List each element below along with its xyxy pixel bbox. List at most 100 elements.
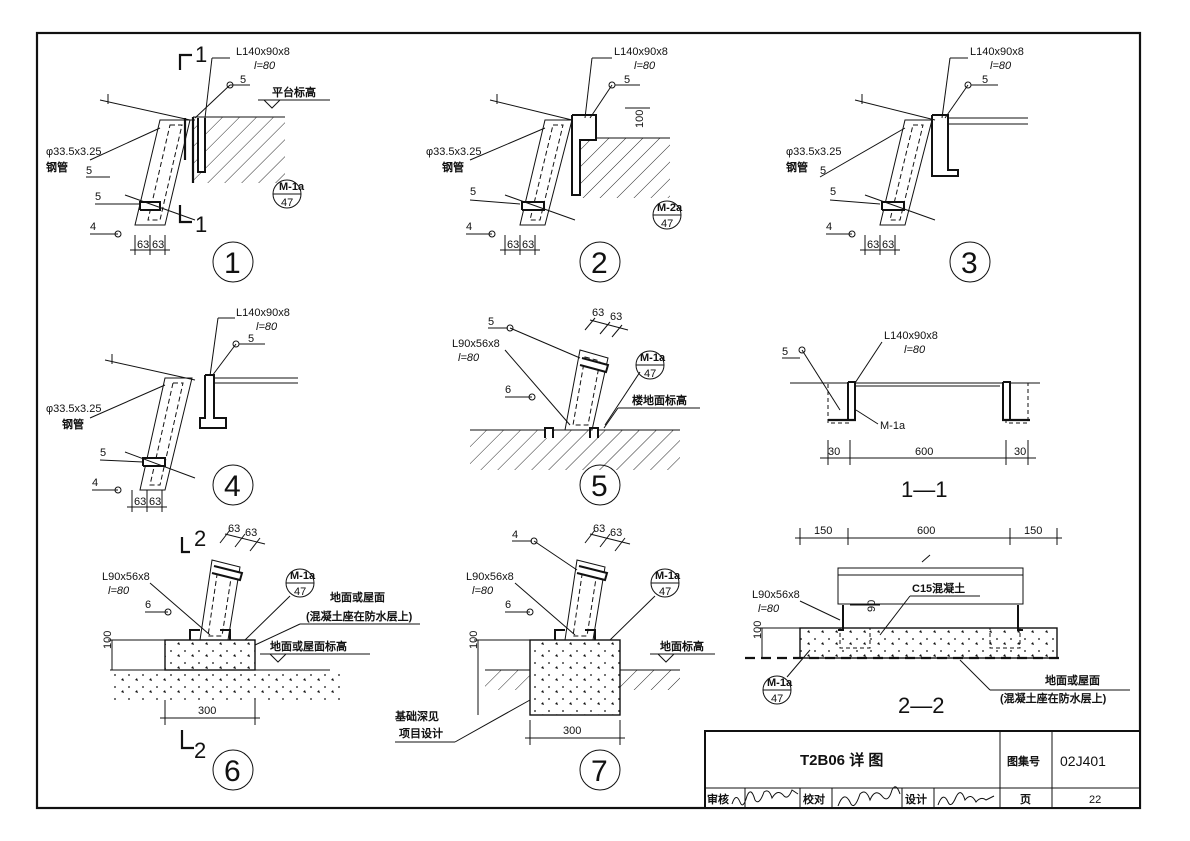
svg-text:5: 5 bbox=[240, 74, 246, 86]
svg-text:l=80: l=80 bbox=[254, 60, 276, 72]
svg-text:楼地面标高: 楼地面标高 bbox=[632, 393, 687, 407]
svg-text:2: 2 bbox=[194, 526, 206, 551]
signature-checker bbox=[837, 786, 901, 807]
svg-text:63: 63 bbox=[610, 311, 622, 323]
svg-text:审核: 审核 bbox=[707, 792, 729, 806]
svg-text:30: 30 bbox=[828, 446, 840, 458]
svg-text:47: 47 bbox=[281, 197, 293, 209]
svg-text:φ33.5x3.25: φ33.5x3.25 bbox=[46, 403, 101, 415]
detail-number: 1 bbox=[224, 247, 241, 280]
svg-text:300: 300 bbox=[198, 705, 216, 717]
svg-text:4: 4 bbox=[90, 221, 96, 233]
svg-text:90: 90 bbox=[866, 600, 878, 612]
svg-text:l=80: l=80 bbox=[472, 585, 494, 597]
svg-text:6: 6 bbox=[505, 384, 511, 396]
detail-number: 7 bbox=[591, 755, 608, 788]
svg-text:5: 5 bbox=[624, 74, 630, 86]
svg-text:地面或屋面: 地面或屋面 bbox=[330, 590, 385, 604]
svg-text:63: 63 bbox=[152, 239, 164, 251]
svg-text:47: 47 bbox=[661, 218, 673, 230]
svg-text:150: 150 bbox=[1024, 525, 1042, 537]
svg-text:φ33.5x3.25: φ33.5x3.25 bbox=[46, 146, 101, 158]
svg-text:图集号: 图集号 bbox=[1007, 754, 1040, 768]
section-2-2: 150 600 150 L90x56x8 l=80 C15混凝土 90 100 … bbox=[745, 525, 1130, 718]
svg-text:M-1a: M-1a bbox=[640, 352, 666, 364]
svg-text:30: 30 bbox=[1014, 446, 1026, 458]
svg-text:l=80: l=80 bbox=[758, 603, 780, 615]
svg-text:63: 63 bbox=[228, 523, 240, 535]
svg-text:l=80: l=80 bbox=[108, 585, 130, 597]
detail-number: 2 bbox=[591, 247, 608, 280]
svg-text:63: 63 bbox=[593, 523, 605, 535]
svg-text:5: 5 bbox=[95, 191, 101, 203]
svg-text:钢管: 钢管 bbox=[62, 417, 84, 431]
svg-text:47: 47 bbox=[294, 586, 306, 598]
svg-text:100: 100 bbox=[102, 631, 114, 649]
drawing-title: T2B06 详 图 bbox=[800, 751, 883, 769]
svg-text:L140x90x8: L140x90x8 bbox=[236, 46, 290, 58]
svg-text:l=80: l=80 bbox=[990, 60, 1012, 72]
section-title: 2—2 bbox=[898, 693, 944, 718]
svg-text:47: 47 bbox=[771, 693, 783, 705]
detail-2: 63 63 L140x90x8 l=80 5 100 φ33.5x3.25 钢管… bbox=[426, 46, 683, 283]
detail-5: 63 63 5 L90x56x8 l=80 6 M-1a 47 楼地面标高 5 bbox=[452, 307, 700, 506]
svg-text:M-1a: M-1a bbox=[279, 181, 305, 193]
atlas-number: 02J401 bbox=[1060, 753, 1106, 769]
detail-6: 63 63 2 2 L90x56x8 l=80 6 M-1a 47 地面或屋面 … bbox=[102, 523, 420, 791]
svg-text:l=80: l=80 bbox=[458, 352, 480, 364]
svg-text:M-2a: M-2a bbox=[657, 202, 683, 214]
svg-text:4: 4 bbox=[512, 529, 518, 541]
svg-text:600: 600 bbox=[917, 525, 935, 537]
detail-number: 6 bbox=[224, 755, 241, 788]
svg-text:63: 63 bbox=[245, 527, 257, 539]
svg-text:300: 300 bbox=[563, 725, 581, 737]
section-title: 1—1 bbox=[901, 477, 947, 502]
svg-text:φ33.5x3.25: φ33.5x3.25 bbox=[426, 146, 481, 158]
svg-text:5: 5 bbox=[248, 333, 254, 345]
detail-3: 63 63 L140x90x8 l=80 5 φ33.5x3.25 钢管 5 5… bbox=[786, 46, 1028, 283]
svg-text:M-1a: M-1a bbox=[655, 570, 681, 582]
svg-text:l=80: l=80 bbox=[904, 344, 926, 356]
svg-text:地面或屋面: 地面或屋面 bbox=[1045, 673, 1100, 687]
svg-text:L90x56x8: L90x56x8 bbox=[102, 571, 150, 583]
detail-number: 3 bbox=[961, 247, 978, 280]
svg-text:C15混凝土: C15混凝土 bbox=[912, 581, 965, 595]
svg-text:地面或屋面标高: 地面或屋面标高 bbox=[270, 639, 347, 653]
svg-text:63: 63 bbox=[610, 527, 622, 539]
svg-text:l=80: l=80 bbox=[634, 60, 656, 72]
svg-text:100: 100 bbox=[468, 631, 480, 649]
svg-text:6: 6 bbox=[145, 599, 151, 611]
svg-text:600: 600 bbox=[915, 446, 933, 458]
svg-text:基础深见: 基础深见 bbox=[394, 709, 439, 723]
svg-text:5: 5 bbox=[488, 316, 494, 328]
detail-4: 63 63 L140x90x8 l=80 5 φ33.5x3.25 钢管 5 4… bbox=[46, 307, 298, 512]
svg-text:63: 63 bbox=[522, 239, 534, 251]
svg-text:63: 63 bbox=[592, 307, 604, 319]
svg-text:M-1a: M-1a bbox=[880, 420, 906, 432]
svg-text:1: 1 bbox=[195, 42, 207, 67]
detail-number: 5 bbox=[591, 470, 608, 503]
svg-text:M-1a: M-1a bbox=[767, 677, 793, 689]
detail-7: 63 63 4 L90x56x8 l=80 6 M-1a 47 地面标高 100… bbox=[394, 523, 715, 791]
svg-text:φ33.5x3.25: φ33.5x3.25 bbox=[786, 146, 841, 158]
svg-text:地面标高: 地面标高 bbox=[660, 639, 704, 653]
svg-text:6: 6 bbox=[505, 599, 511, 611]
svg-text:钢管: 钢管 bbox=[786, 160, 808, 174]
svg-text:1: 1 bbox=[195, 212, 207, 237]
svg-text:5: 5 bbox=[982, 74, 988, 86]
svg-text:钢管: 钢管 bbox=[442, 160, 464, 174]
svg-text:5: 5 bbox=[830, 186, 836, 198]
svg-text:2: 2 bbox=[194, 738, 206, 763]
svg-text:L140x90x8: L140x90x8 bbox=[614, 46, 668, 58]
svg-text:5: 5 bbox=[86, 165, 92, 177]
svg-text:63: 63 bbox=[134, 496, 146, 508]
svg-text:150: 150 bbox=[814, 525, 832, 537]
svg-text:M-1a: M-1a bbox=[290, 570, 316, 582]
svg-text:63: 63 bbox=[149, 496, 161, 508]
sheet-border bbox=[35, 31, 1142, 810]
svg-text:4: 4 bbox=[826, 221, 832, 233]
svg-text:4: 4 bbox=[92, 477, 98, 489]
svg-text:L90x56x8: L90x56x8 bbox=[452, 338, 500, 350]
svg-text:63: 63 bbox=[867, 239, 879, 251]
svg-text:L90x56x8: L90x56x8 bbox=[752, 589, 800, 601]
